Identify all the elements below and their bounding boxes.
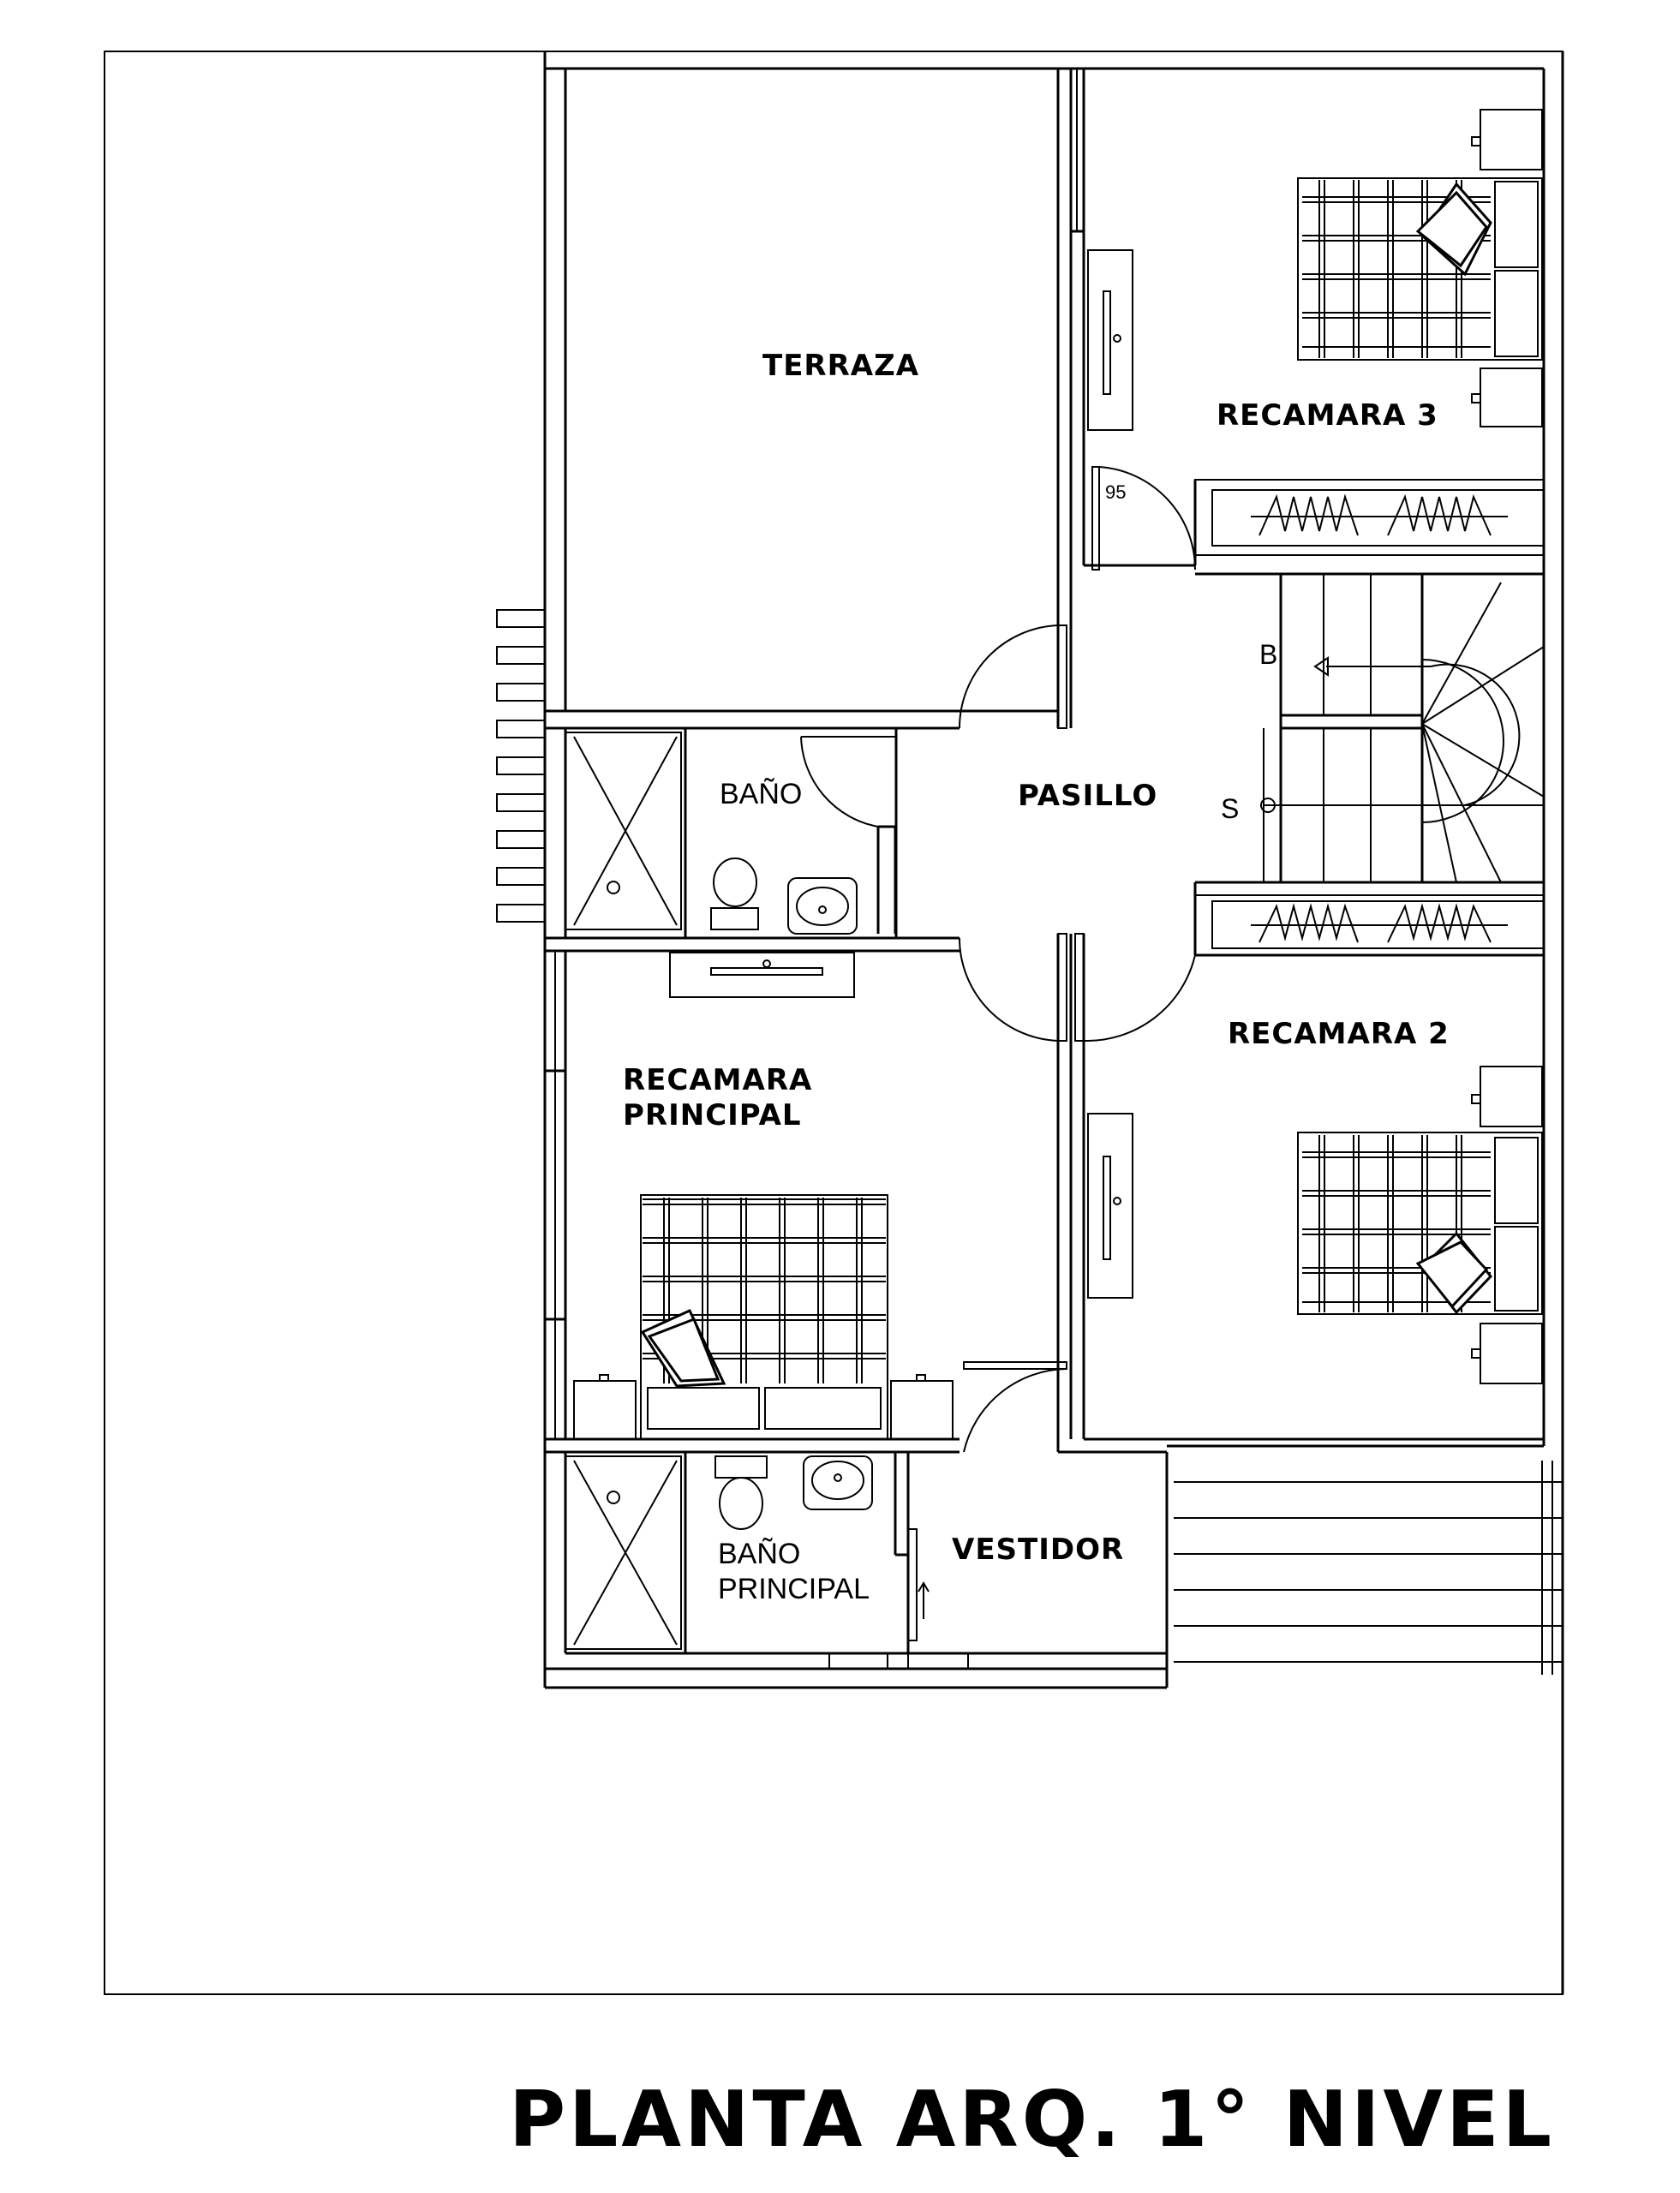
closet-icon: [1194, 479, 1545, 556]
stair-up-label: S: [1221, 793, 1239, 824]
toilet-icon: [710, 857, 759, 930]
recamara-principal-label-2: PRINCIPAL: [623, 1098, 802, 1132]
bed-icon: [1297, 1132, 1543, 1315]
bed-icon: [1297, 177, 1543, 361]
exterior-steps: [496, 609, 546, 923]
bano-label: BAÑO: [720, 778, 802, 810]
bed-icon: [640, 1194, 888, 1440]
door-swing-icon: [1074, 933, 1196, 1043]
recamara-3-label: RECAMARA 3: [1217, 398, 1438, 433]
shower-icon: [565, 732, 682, 930]
door-swing-icon: 95: [1091, 466, 1197, 571]
recamara-3: RECAMARA 3: [1082, 67, 1545, 556]
vestidor: VESTIDOR: [906, 1452, 1169, 1688]
recamara-2-label: RECAMARA 2: [1228, 1017, 1450, 1051]
stair-down-label: B: [1259, 639, 1277, 670]
door-width-label: 95: [1105, 481, 1126, 503]
sink-icon: [803, 1455, 873, 1510]
door-swing-icon: [958, 624, 1067, 729]
exterior-deck: [1167, 1437, 1563, 1675]
vestidor-label: VESTIDOR: [952, 1533, 1124, 1567]
bano-principal-label-2: PRINCIPAL: [718, 1573, 870, 1605]
bano-principal: BAÑO PRINCIPAL: [543, 1452, 1167, 1689]
stair-icon: B S: [1221, 572, 1545, 884]
door-swing-icon: [963, 1361, 1067, 1453]
terraza-label: TERRAZA: [762, 349, 919, 383]
sink-icon: [787, 877, 858, 935]
desk-icon: [1087, 249, 1133, 431]
shower-icon: [565, 1455, 682, 1650]
bano: BAÑO: [543, 726, 898, 940]
recamara-principal: RECAMARA PRINCIPAL: [543, 949, 954, 1441]
recamara-principal-label-1: RECAMARA: [623, 1063, 812, 1097]
bano-principal-label-1: BAÑO: [718, 1538, 800, 1570]
closet-icon: [1193, 882, 1545, 956]
plan-title: PLANTA ARQ. 1° NIVEL: [509, 2075, 1555, 2165]
door-swing-icon: [958, 933, 1067, 1042]
recamara-2: RECAMARA 2: [1084, 955, 1545, 1441]
terraza-outline: [564, 67, 1060, 713]
pasillo-label: PASILLO: [1018, 779, 1157, 813]
door-swing-icon: [800, 736, 895, 828]
desk-icon: [1087, 1113, 1133, 1299]
desk-icon: [669, 952, 855, 998]
toilet-icon: [714, 1455, 768, 1530]
